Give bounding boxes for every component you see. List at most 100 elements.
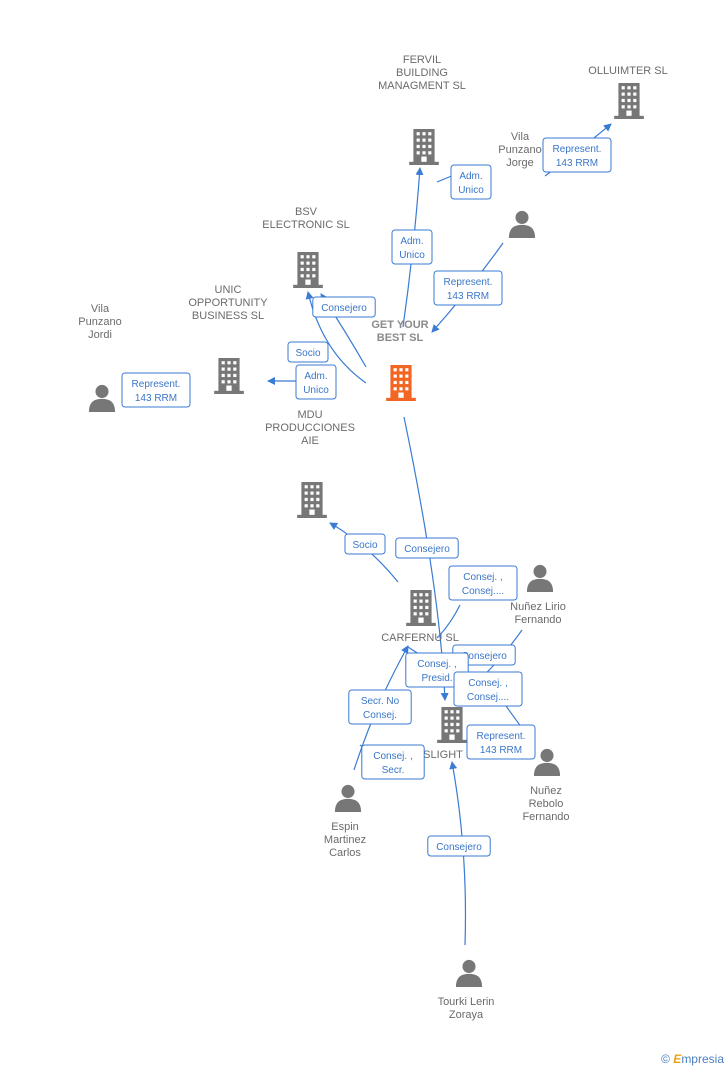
- person-icon[interactable]: [533, 748, 561, 776]
- edge-label-box[interactable]: [395, 537, 459, 559]
- edge-label-text: Consej. , Consej....: [462, 572, 504, 597]
- edge-label-box[interactable]: [433, 270, 503, 306]
- node-label-line: CARFERNU SL: [381, 632, 459, 644]
- node-slight[interactable]: SLIGHT: [423, 707, 467, 761]
- edge-label-box[interactable]: [344, 533, 386, 555]
- edge-line-e6: [305, 291, 367, 384]
- node-label-line: MDU: [297, 409, 322, 421]
- node-carfernu[interactable]: CARFERNU SL: [381, 590, 459, 644]
- edge-label-box[interactable]: [427, 835, 491, 857]
- edge-label-line: Consej. ,: [463, 572, 502, 583]
- edge-label-e15[interactable]: Represent.143 RRM: [466, 724, 536, 760]
- edge-label-box[interactable]: [405, 652, 469, 688]
- edge-label-e7[interactable]: Represent. 143 RRM: [121, 372, 191, 408]
- node-label-line: Fernando: [522, 811, 569, 823]
- central-company-icon[interactable]: [386, 365, 416, 401]
- node-label-line: FERVIL: [403, 54, 441, 66]
- person-icon[interactable]: [508, 210, 536, 238]
- edge-label-line: Consej. ,: [373, 751, 412, 762]
- edge-label-e18[interactable]: Consejero: [427, 835, 491, 857]
- company-building-icon[interactable]: [297, 482, 327, 518]
- edge-label-box[interactable]: [295, 364, 337, 400]
- node-label-line: PRODUCCIONES: [265, 422, 355, 434]
- company-building-icon[interactable]: [293, 252, 323, 288]
- company-building-icon[interactable]: [409, 129, 439, 165]
- node-label-line: UNIC: [215, 284, 242, 296]
- edge-label-text: Represent.143 RRM: [477, 731, 526, 756]
- edge-label-box[interactable]: [450, 164, 492, 200]
- edge-label-box[interactable]: [466, 724, 536, 760]
- edge-label-e17[interactable]: Consej. ,Secr.: [361, 744, 425, 780]
- edge-label-line: 143 RRM: [556, 158, 598, 169]
- node-label-line: Carlos: [329, 847, 361, 859]
- node-label-line: Jorge: [506, 157, 534, 169]
- node-label-line: OLLUIMTER SL: [588, 65, 667, 77]
- edge-label-e2[interactable]: Represent.143 RRM: [542, 137, 612, 173]
- edge-label-e10[interactable]: Consejero: [395, 537, 459, 559]
- edge-label-box[interactable]: [391, 229, 433, 265]
- edge-label-e1[interactable]: Adm.Unico: [391, 229, 433, 265]
- edge-label-text: Represent.143 RRM: [553, 144, 602, 169]
- node-label-line: Zoraya: [449, 1009, 484, 1021]
- edge-label-box[interactable]: [361, 744, 425, 780]
- node-label-line: Nuñez: [530, 785, 562, 797]
- edge-label-box[interactable]: [448, 565, 518, 601]
- copyright-symbol: ©: [661, 1052, 670, 1066]
- person-icon[interactable]: [455, 959, 483, 987]
- company-building-icon[interactable]: [214, 358, 244, 394]
- edge-label-text: Socio: [295, 348, 320, 359]
- person-icon[interactable]: [334, 784, 362, 812]
- edge-label-line: Consej....: [462, 586, 504, 597]
- person-icon[interactable]: [526, 564, 554, 592]
- edge-label-line: 143 RRM: [135, 393, 177, 404]
- edge-label-e6[interactable]: Adm.Unico: [295, 364, 337, 400]
- node-label: OLLUIMTER SL: [588, 65, 667, 77]
- edge-label-e3[interactable]: Represent.143 RRM: [433, 270, 503, 306]
- edge-label-line: Represent.: [132, 379, 181, 390]
- edge-label-box[interactable]: [312, 296, 376, 318]
- edge-label-e13[interactable]: Consej. ,Presid.: [405, 652, 469, 688]
- edge-label-text: Consej. ,Secr.: [373, 751, 412, 776]
- edge-label-text: Consej. ,Presid.: [417, 659, 456, 684]
- edge-label-line: Consejero: [404, 544, 450, 555]
- node-label-line: Jordi: [88, 329, 112, 341]
- edge-label-e9[interactable]: Socio: [344, 533, 386, 555]
- edge-label-box[interactable]: [348, 689, 412, 725]
- edge-label-box[interactable]: [542, 137, 612, 173]
- edge-label-e5[interactable]: Consejero: [312, 296, 376, 318]
- edge-label-e8[interactable]: Socio: [287, 341, 329, 363]
- company-building-icon[interactable]: [437, 707, 467, 743]
- person-icon[interactable]: [88, 384, 116, 412]
- company-building-icon[interactable]: [406, 590, 436, 626]
- edge-label-box[interactable]: [287, 341, 329, 363]
- node-label-line: AIE: [301, 435, 319, 447]
- node-olluimter[interactable]: OLLUIMTER SL: [588, 65, 668, 119]
- edge-label-e14[interactable]: Consej. ,Consej....: [453, 671, 523, 707]
- company-building-icon[interactable]: [614, 83, 644, 119]
- edge-label-text: Consejero: [436, 842, 482, 853]
- edge-label-box[interactable]: [453, 671, 523, 707]
- edge-label-e4[interactable]: Adm.Unico: [450, 164, 492, 200]
- node-label-line: OPPORTUNITY: [188, 297, 268, 309]
- edge-label-box[interactable]: [121, 372, 191, 408]
- edge-label-line: Unico: [399, 250, 425, 261]
- node-label-line: BUSINESS SL: [192, 310, 264, 322]
- edge-label-e11[interactable]: Consej. , Consej....: [448, 565, 518, 601]
